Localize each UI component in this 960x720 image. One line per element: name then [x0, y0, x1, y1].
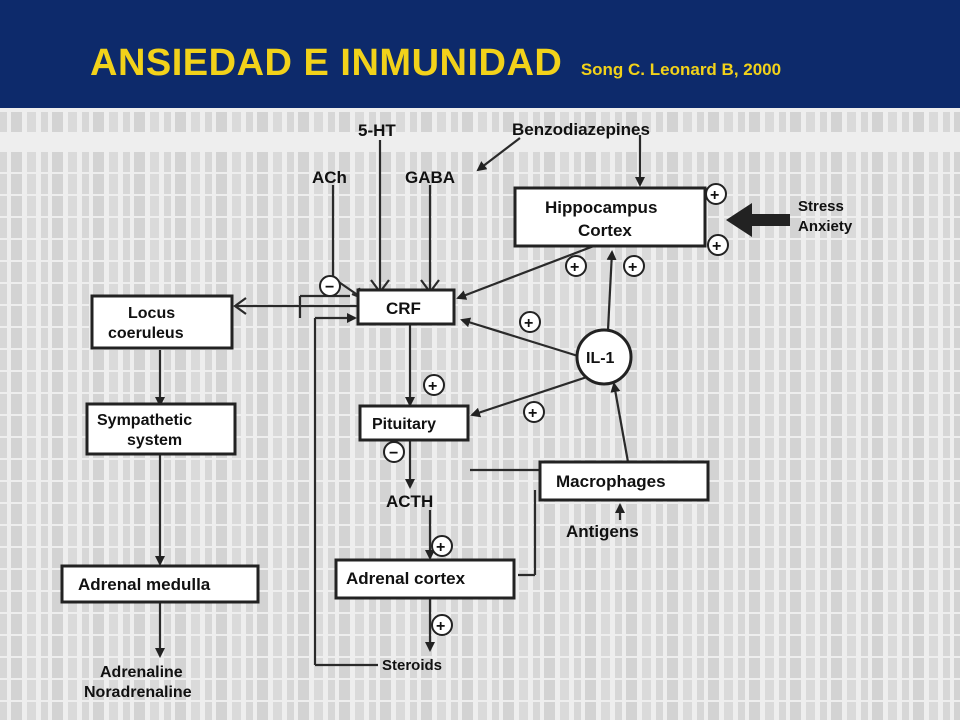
- label-5ht: 5-HT: [358, 121, 396, 140]
- label-il1: IL-1: [586, 350, 615, 367]
- sign-plus-stress: +: [712, 238, 721, 255]
- edge-benzo-gaba: [476, 137, 521, 172]
- sign-plus-steroids: +: [436, 618, 445, 635]
- sign-plus-il1-pituitary: +: [528, 405, 537, 422]
- adrenal-cortex-box: [334, 558, 516, 600]
- diagram-area: 5-HT Benzodiazepines ACh GABA Hippocampu…: [0, 108, 960, 720]
- label-locus: Locus: [128, 305, 175, 322]
- sign-minus-crf: −: [325, 279, 334, 296]
- label-anxiety: Anxiety: [798, 218, 853, 235]
- label-antigens: Antigens: [566, 522, 639, 541]
- pituitary-box: [358, 404, 470, 442]
- label-system: system: [127, 432, 182, 449]
- label-sympathetic: Sympathetic: [97, 412, 192, 429]
- label-steroids: Steroids: [382, 657, 442, 674]
- label-adrenal-medulla: Adrenal medulla: [78, 575, 211, 594]
- sign-plus-benzo: +: [710, 187, 719, 204]
- sign-plus-hippo-left: +: [570, 259, 579, 276]
- locus-box: [90, 294, 234, 350]
- label-hippocampus: Hippocampus: [545, 198, 657, 217]
- label-adrenaline: Adrenaline: [100, 664, 183, 681]
- edge-il1-crf: [460, 317, 579, 358]
- label-stress: Stress: [798, 198, 844, 215]
- stress-arrow: [726, 203, 790, 237]
- label-adrenal-cortex: Adrenal cortex: [346, 569, 466, 588]
- label-noradrenaline: Noradrenaline: [84, 684, 192, 701]
- sign-plus-hippo-right: +: [628, 259, 637, 276]
- label-pituitary: Pituitary: [372, 416, 436, 433]
- title-banner: ANSIEDAD E INMUNIDAD Song C. Leonard B, …: [0, 0, 960, 108]
- slide-citation: Song C. Leonard B, 2000: [580, 60, 782, 79]
- label-acth: ACTH: [386, 492, 433, 511]
- crf-box: [356, 288, 456, 326]
- edge-il1-hippo: [606, 250, 617, 331]
- title-row: ANSIEDAD E INMUNIDAD Song C. Leonard B, …: [90, 42, 781, 85]
- il1-circle: [575, 328, 633, 386]
- sign-plus-acth: +: [436, 539, 445, 556]
- edge-macrophages-il1: [610, 382, 630, 463]
- label-macrophages: Macrophages: [556, 472, 666, 491]
- label-ach: ACh: [312, 168, 347, 187]
- label-cortex: Cortex: [578, 221, 632, 240]
- sign-markers: + + + + − + + + − + +: [319, 183, 729, 636]
- hippocampus-box: [513, 186, 707, 248]
- sign-plus-il1-crf: +: [524, 315, 533, 332]
- label-gaba: GABA: [405, 168, 455, 187]
- neuroimmune-diagram: 5-HT Benzodiazepines ACh GABA Hippocampu…: [60, 120, 853, 701]
- sign-minus-pituitary: −: [389, 445, 398, 462]
- macrophages-box: [538, 460, 710, 502]
- sympathetic-box: [85, 402, 237, 456]
- label-crf: CRF: [386, 299, 421, 318]
- adrenal-medulla-box: [60, 564, 260, 604]
- edge-il1-pituitary: [470, 374, 591, 418]
- slide-title: ANSIEDAD E INMUNIDAD: [90, 42, 563, 84]
- label-benzodiazepines: Benzodiazepines: [512, 120, 650, 139]
- label-coeruleus: coeruleus: [108, 325, 184, 342]
- background-text-texture: [0, 108, 960, 720]
- sign-plus-crf-pituitary: +: [428, 378, 437, 395]
